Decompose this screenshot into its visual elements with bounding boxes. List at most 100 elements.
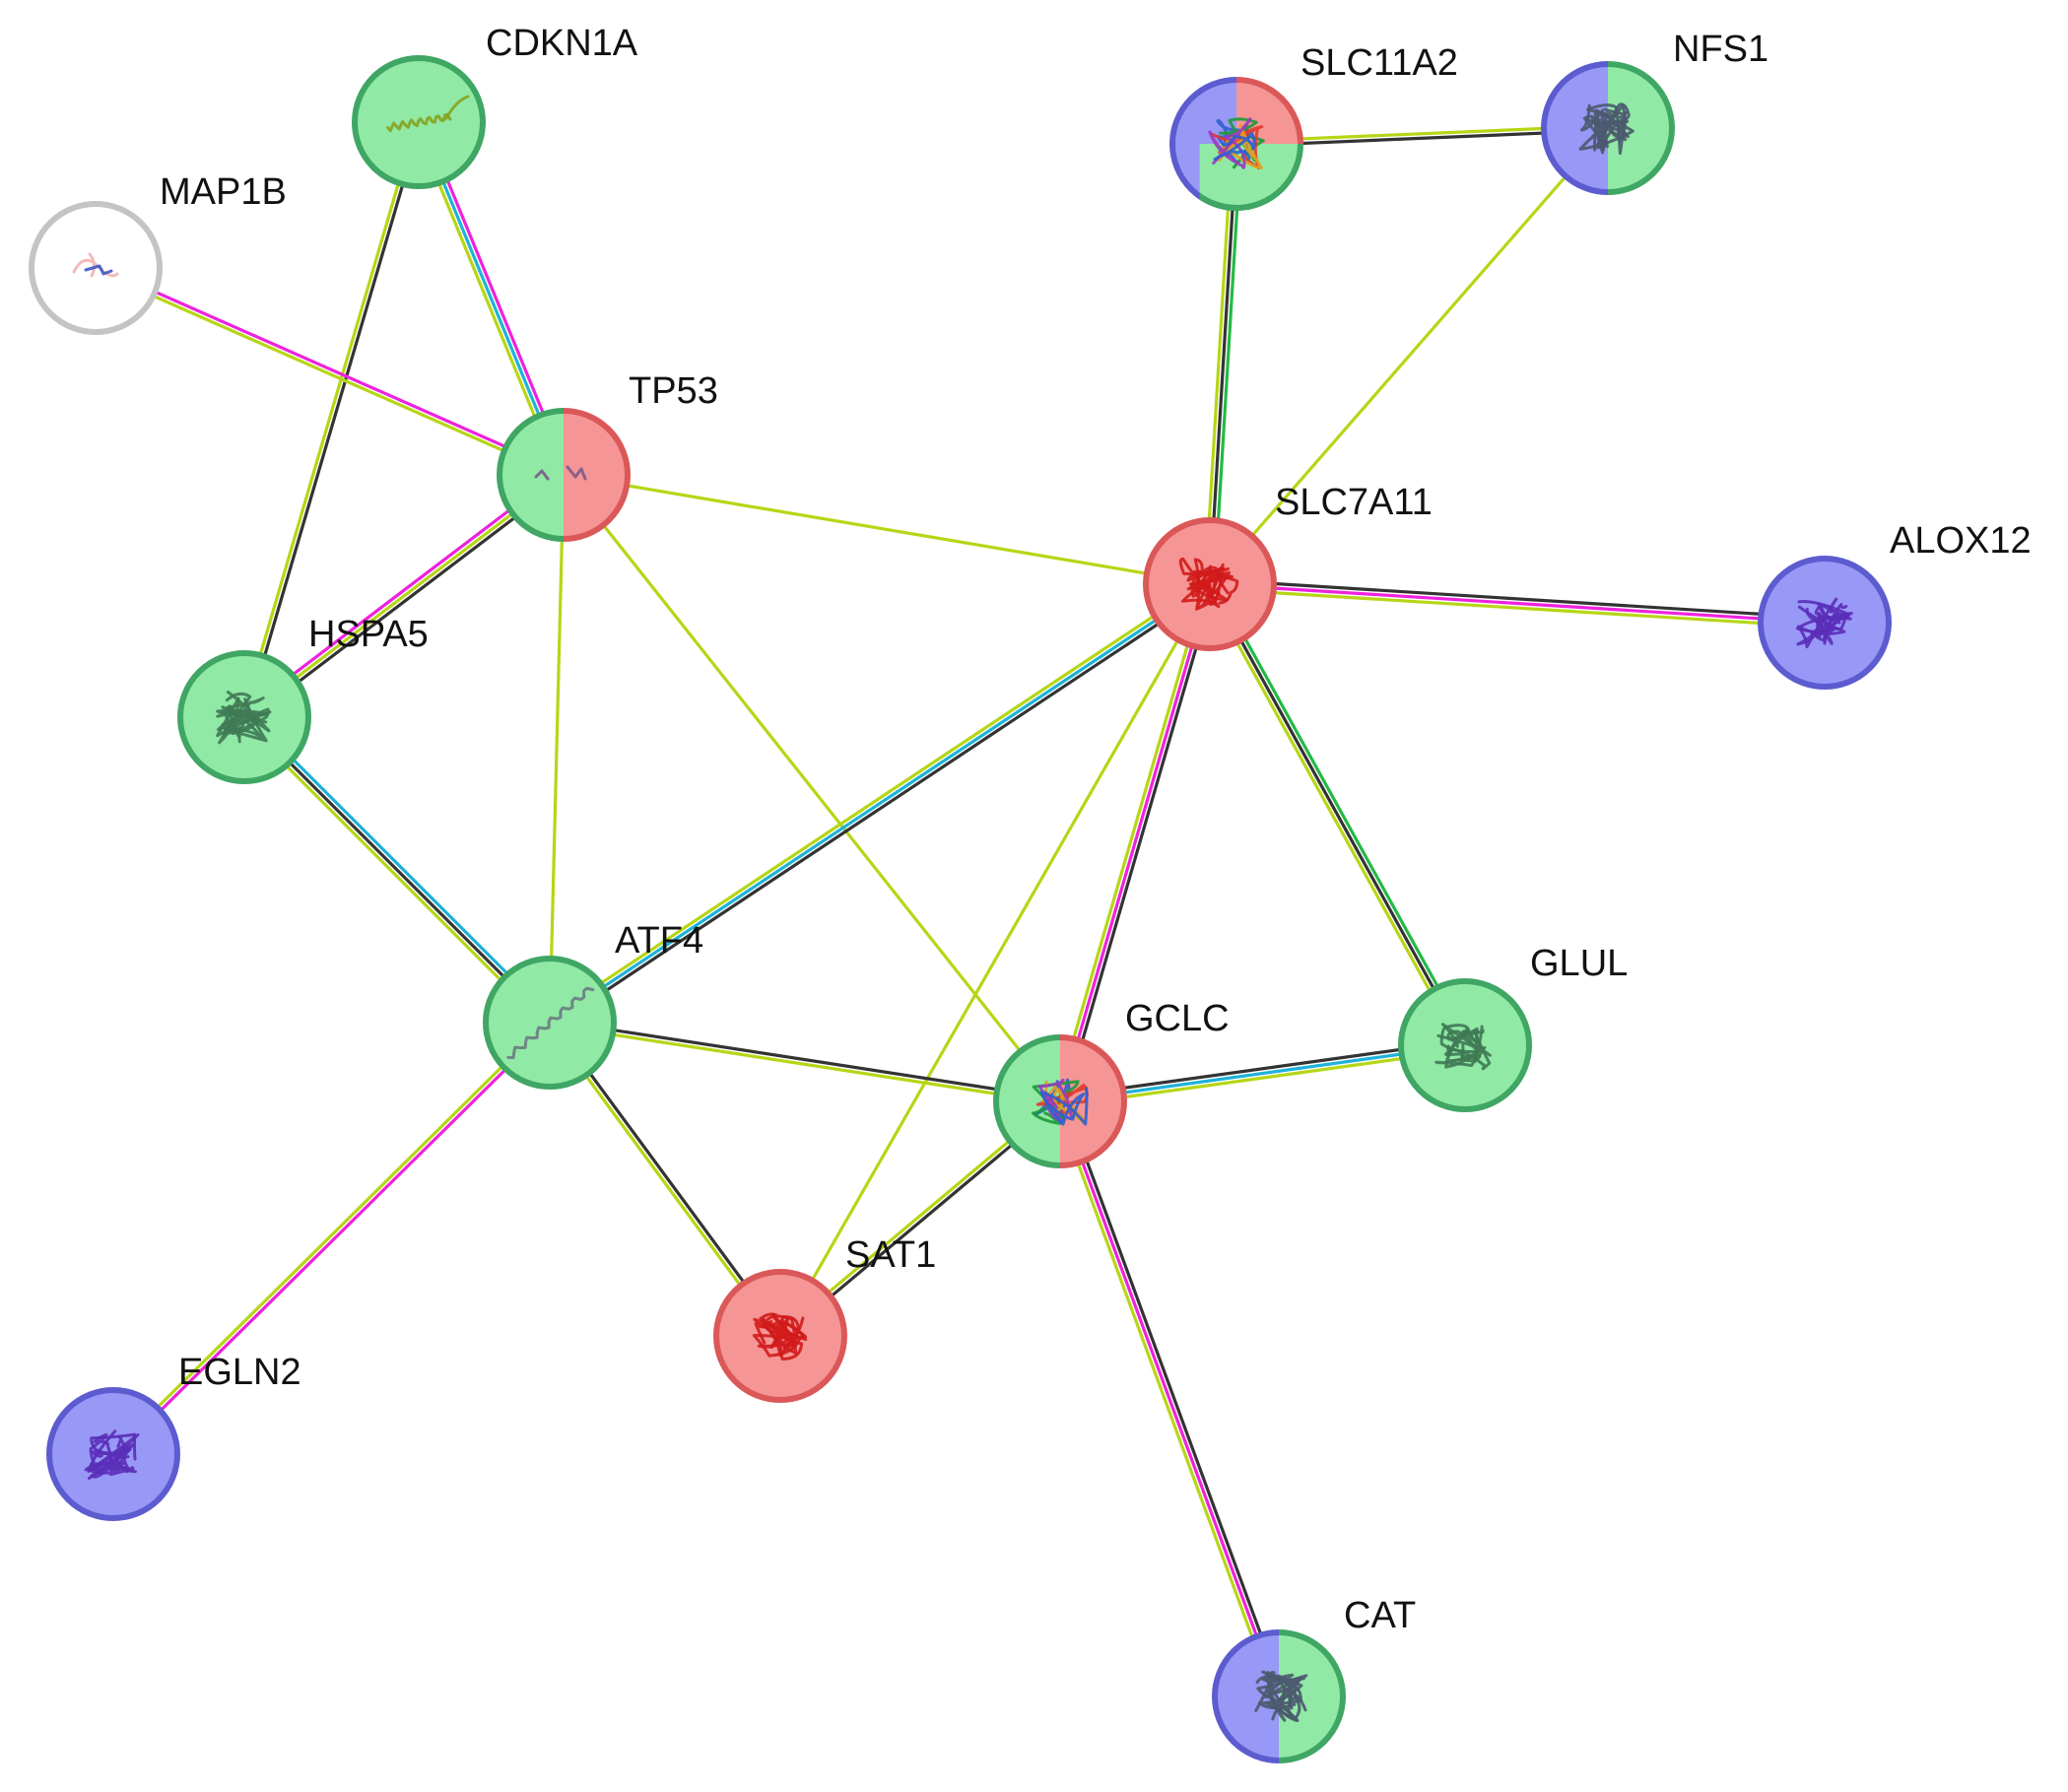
node-atf4[interactable] [483,956,617,1090]
edge-gclc-cat [1054,1098,1285,1699]
node-ring [29,201,163,335]
protein-structure-glyph [1208,117,1252,169]
node-label-nfs1: NFS1 [1673,29,1768,70]
edge-gclc-glul [1059,1038,1466,1108]
protein-structure-glyph [1213,131,1256,162]
edge-line-black [550,1019,1061,1101]
node-fill [1401,981,1529,1109]
node-ring [1398,978,1532,1112]
edge-slc7a11-sat1 [778,583,1212,1337]
protein-structure-glyph [1219,117,1265,169]
protein-structure [385,95,470,133]
edge-line-cyan [549,582,1211,1025]
node-ring [483,956,617,1090]
edge-line-magenta [113,1023,553,1457]
protein-structure [1032,1078,1089,1126]
node-gclc[interactable] [993,1034,1127,1168]
edge-line-black [1062,584,1216,1103]
node-label-atf4: ATF4 [615,920,703,962]
protein-structure-glyph [506,986,595,1060]
edge-slc7a11-glul [1204,581,1471,1048]
node-ring [1541,61,1608,195]
protein-structure-glyph [1039,1087,1089,1126]
node-cdkn1a[interactable] [352,55,486,189]
edge-line-green [1213,144,1243,585]
edge-line-black [244,122,423,719]
edge-line-yellowgreen [549,1023,1060,1105]
node-ring [1758,556,1892,690]
edge-nfs1-slc7a11 [1208,126,1610,586]
edge-line-yellowgreen [1209,587,1825,630]
node-label-alox12: ALOX12 [1890,520,2032,562]
edge-slc7a11-gclc [1054,582,1216,1103]
node-nfs1[interactable] [1541,61,1675,195]
edge-line-yellowgreen [1054,582,1208,1101]
node-label-slc11a2: SLC11A2 [1301,42,1458,84]
edge-line-yellowgreen [1060,1048,1466,1108]
edge-line-yellowgreen [548,474,566,1024]
protein-structure-glyph [84,1435,129,1472]
node-slc11a2[interactable] [1169,77,1306,211]
protein-structure [216,691,272,745]
node-ring [1169,77,1236,211]
edge-line-yellowgreen [546,578,1209,1021]
edge-tp53-atf4 [548,474,566,1024]
node-tp53[interactable] [497,408,631,542]
protein-structure-glyph [89,1432,112,1473]
protein-structure-glyph [84,264,113,276]
protein-structure [1208,117,1265,169]
edge-slc7a11-atf4 [546,578,1214,1029]
node-ring [1060,1034,1127,1168]
protein-structure [534,465,587,481]
edge-line-magenta [1058,583,1212,1102]
node-label-slc7a11: SLC7A11 [1275,482,1433,523]
node-alox12[interactable] [1758,556,1892,690]
protein-structure [1178,557,1239,611]
node-ring [352,55,486,189]
protein-structure-glyph [1797,605,1846,645]
node-ring [1279,1629,1346,1763]
edge-map1b-tp53 [94,264,566,479]
protein-structure [506,986,595,1060]
edge-line-black [551,586,1214,1029]
edge-line-yellowgreen [94,268,564,479]
node-sat1[interactable] [713,1269,847,1403]
node-ring [993,1034,1060,1168]
edge-line-cyan [246,712,555,1021]
edge-hspa5-atf4 [239,712,555,1028]
edge-line-black [1059,1038,1465,1098]
node-map1b[interactable] [29,201,163,335]
edge-line-black [1208,583,1467,1046]
protein-structure-glyph [1257,1673,1303,1710]
edge-line-magenta [1058,1100,1281,1697]
node-egln2[interactable] [46,1387,180,1521]
protein-structure-glyph [444,95,470,120]
node-ring [46,1387,180,1521]
protein-structure-glyph [89,1443,135,1477]
edge-atf4-gclc [549,1019,1061,1105]
edge-slc7a11-alox12 [1209,577,1826,630]
node-fill-green [500,411,564,539]
node-label-sat1: SAT1 [845,1234,936,1276]
node-ring [713,1269,847,1403]
node-glul[interactable] [1398,978,1532,1112]
protein-structure-glyph [1444,1028,1487,1069]
node-ring [497,408,564,542]
node-ring [1212,1629,1279,1763]
protein-structure-glyph [1795,602,1852,645]
protein-structure-glyph [753,1317,804,1361]
node-label-hspa5: HSPA5 [308,614,429,655]
edge-slc11a2-slc7a11 [1203,143,1243,585]
edge-line-black [1210,577,1826,620]
protein-structure [1795,597,1853,649]
node-ring [177,650,311,784]
node-hspa5[interactable] [177,650,311,784]
protein-structure-glyph [216,708,267,736]
protein-structure-glyph [1582,110,1630,149]
protein-structure-glyph [1446,1027,1481,1064]
node-cat[interactable] [1212,1629,1346,1763]
protein-structure-glyph [534,465,587,481]
node-slc7a11[interactable] [1143,517,1277,651]
node-ring [1143,517,1277,651]
node-label-glul: GLUL [1530,943,1628,984]
